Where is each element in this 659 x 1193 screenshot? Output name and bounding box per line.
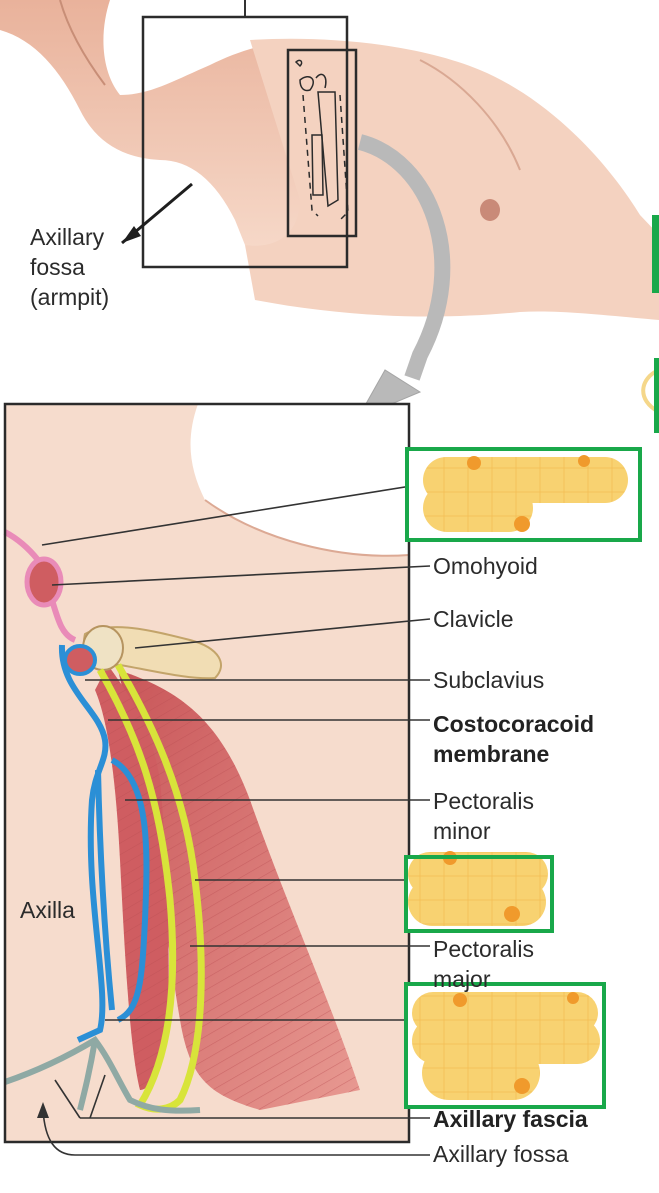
sticker-3 (406, 984, 604, 1106)
axillary-fossa-leader (42, 1109, 430, 1156)
costocoracoid-line-2: membrane (433, 741, 550, 767)
omohyoid-label: Omohyoid (433, 553, 538, 579)
axillary-fossa-armpit-label: Axillary fossa (armpit) (30, 222, 109, 312)
torso-illustration (0, 0, 659, 321)
axilla-label: Axilla (20, 897, 75, 923)
pectoralis-major-line-1: Pectoralis (433, 936, 534, 962)
axillary-fossa-line-2: fossa (30, 254, 85, 280)
zoom-arrow (357, 134, 451, 381)
section-illustration (3, 404, 410, 1142)
pectoralis-major-line-2: major (433, 966, 491, 992)
section-plane-box (286, 48, 358, 238)
axillary-fossa-line-1: Axillary (30, 224, 105, 250)
highlight-box-1 (405, 447, 642, 542)
costocoracoid-line-1: Costocoracoid (433, 711, 595, 737)
edge-fragment (652, 215, 659, 293)
highlight-box-3 (404, 982, 606, 1109)
axillary-fossa-line-3: (armpit) (30, 284, 110, 310)
sticker-2 (406, 851, 552, 931)
pectoralis-minor-line-1: Pectoralis (433, 788, 534, 814)
sticker-1 (407, 449, 640, 539)
subclavius-label: Subclavius (433, 667, 545, 693)
pectoralis-minor-line-2: minor (433, 818, 491, 844)
pectoralis-minor-label: Pectoralis minor (433, 786, 534, 846)
section-sketch (294, 59, 349, 221)
axilla-region-box (141, 15, 349, 269)
axillary-fossa-label: Axillary fossa (433, 1141, 569, 1167)
section-frame (3, 402, 411, 1144)
axillary-fascia-label: Axillary fascia (433, 1106, 588, 1132)
pectoralis-major-label: Pectoralis major (433, 934, 534, 994)
costocoracoid-membrane-label: Costocoracoid membrane (433, 709, 594, 769)
highlight-box-2 (404, 855, 554, 933)
leader-lines (41, 482, 431, 1119)
clavicle-label: Clavicle (433, 606, 514, 632)
